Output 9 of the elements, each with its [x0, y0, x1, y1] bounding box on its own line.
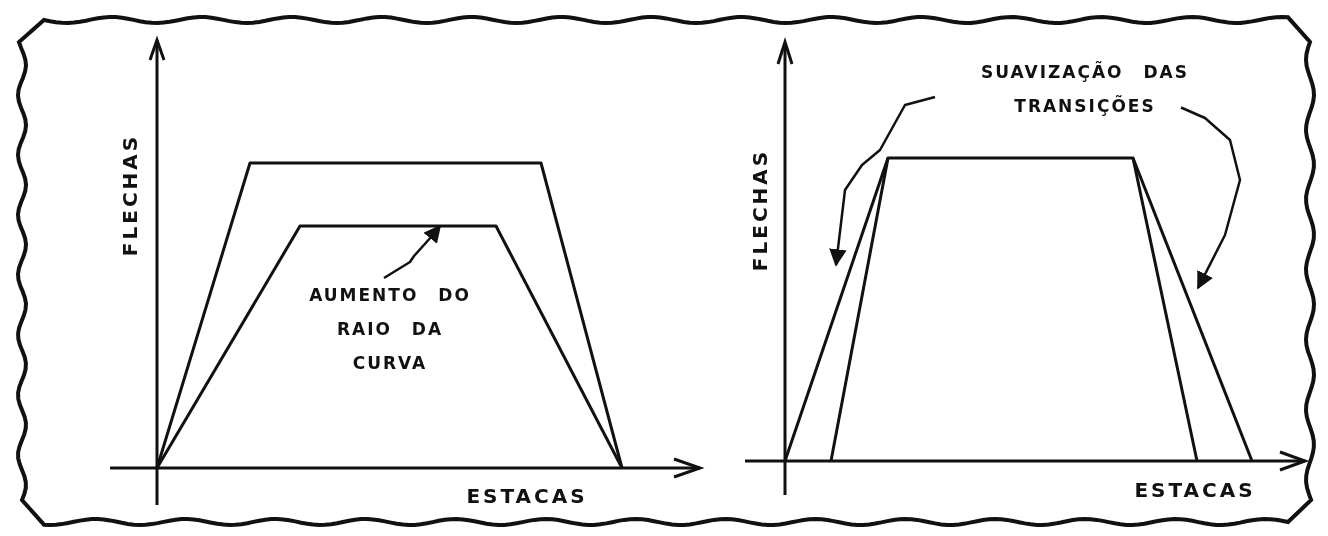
axis-label: FLECHAS: [748, 148, 772, 272]
leader-arrow: [383, 224, 442, 280]
annotation-text: SUAVIZAÇÃO DAS TRANSIÇÕES: [935, 55, 1235, 123]
axis-label: ESTACAS: [1134, 478, 1256, 502]
leader-arrow: [829, 95, 936, 267]
axis-label: ESTACAS: [466, 484, 588, 508]
leader-arrow: [1180, 106, 1242, 290]
annotation-text: AUMENTO DO RAIO DA CURVA: [290, 278, 490, 380]
axis-label: FLECHAS: [118, 133, 142, 257]
